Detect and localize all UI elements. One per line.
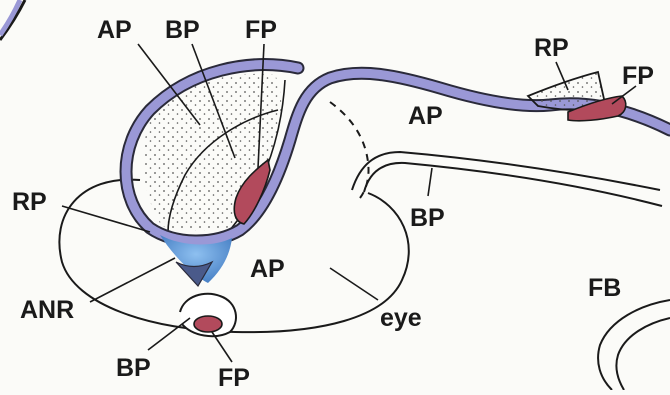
leader-anr — [90, 258, 175, 302]
label-bp-top: BP — [165, 16, 200, 44]
label-ap-top: AP — [97, 16, 132, 44]
label-rp-left: RP — [12, 188, 47, 216]
fb-outline-inner — [616, 318, 670, 390]
label-fp-top: FP — [245, 16, 277, 44]
label-eye: eye — [380, 304, 422, 332]
tube-lower-wall-inner — [364, 163, 662, 206]
label-rp-right: RP — [534, 34, 569, 62]
label-fp-right: FP — [622, 62, 654, 90]
label-ap-right: AP — [408, 102, 443, 130]
floor-plate-bottom — [194, 316, 222, 332]
label-fb: FB — [588, 274, 621, 302]
leader-fp-bottom — [212, 332, 232, 362]
tube-lower-wall — [352, 152, 660, 190]
leader-eye — [330, 268, 378, 300]
dashed-boundary — [330, 102, 369, 198]
fb-outline — [598, 300, 670, 390]
label-fp-bottom: FP — [218, 364, 250, 390]
label-bp-right: BP — [410, 204, 445, 232]
label-anr: ANR — [20, 296, 74, 324]
label-ap-center: AP — [250, 255, 285, 283]
label-bp-bottom: BP — [116, 354, 151, 382]
leader-bp-right — [428, 168, 432, 196]
